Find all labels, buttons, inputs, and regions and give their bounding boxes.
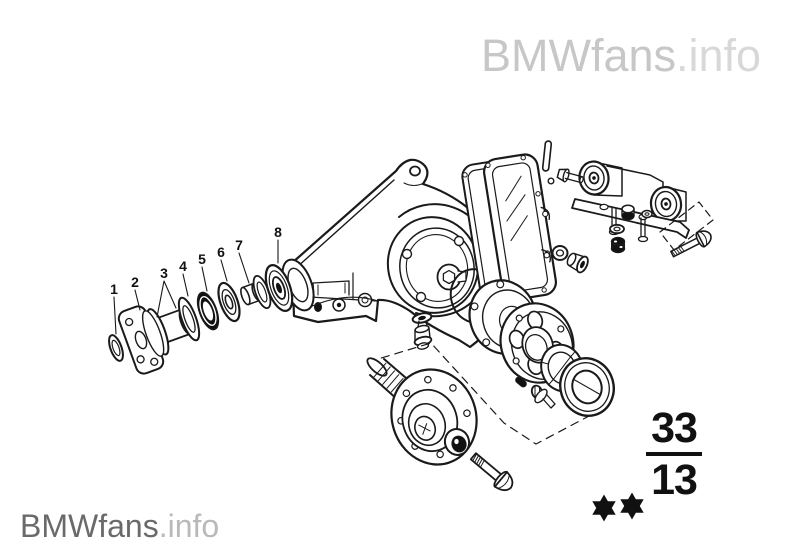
footnote-stars (592, 492, 644, 522)
watermark-suffix: .info (676, 30, 762, 81)
watermark: BMWfans.info (481, 33, 793, 79)
pinion-shaft-assembly (108, 264, 294, 375)
part-label-8[interactable]: 8 (274, 224, 282, 240)
rear-cover (482, 153, 558, 301)
mount-washer (609, 223, 625, 235)
watermark-brand: BMWfans (481, 30, 677, 81)
part-label-6[interactable]: 6 (217, 244, 225, 260)
cover-bolt (530, 384, 556, 409)
mount-long-bolt (670, 230, 712, 258)
part-label-3[interactable]: 3 (160, 265, 168, 281)
breather-washer (551, 245, 569, 261)
footer-brand-name: BMWfans (20, 508, 159, 544)
leader-lines (113, 239, 279, 335)
flange-bolt (469, 452, 514, 492)
footer-brand-link[interactable]: BMWfans.info (20, 509, 219, 543)
mount-nut (610, 236, 626, 254)
flange-nut (443, 428, 471, 456)
section-group-number: 33 (651, 404, 698, 452)
rear-mount-bracket (571, 160, 690, 243)
part-labels: 1 2 3 4 5 6 7 8 (110, 224, 282, 297)
part-label-2[interactable]: 2 (131, 274, 139, 290)
part-label-7[interactable]: 7 (235, 237, 243, 253)
roll-pin (515, 376, 527, 388)
star-icon (592, 494, 616, 522)
part-label-4[interactable]: 4 (179, 258, 187, 274)
star-icon (620, 492, 644, 520)
section-code: 33 13 (642, 406, 706, 502)
breather-plug (566, 252, 589, 274)
drain-plug (411, 312, 433, 350)
drive-flange (366, 357, 478, 466)
part-label-1[interactable]: 1 (110, 281, 118, 297)
pin-dot (547, 177, 555, 185)
drive-flange-dashed-box (367, 342, 609, 445)
part-label-5[interactable]: 5 (198, 251, 206, 267)
section-subgroup-number: 13 (651, 456, 698, 504)
dowel-pin (541, 140, 553, 172)
shaft-seal (559, 357, 615, 417)
mount-bolt-dashed-box (659, 201, 714, 251)
differential-housing (290, 158, 510, 349)
section-divider (646, 452, 702, 456)
mount-bolt-small (556, 168, 584, 184)
footer-brand-suffix: .info (158, 508, 220, 544)
